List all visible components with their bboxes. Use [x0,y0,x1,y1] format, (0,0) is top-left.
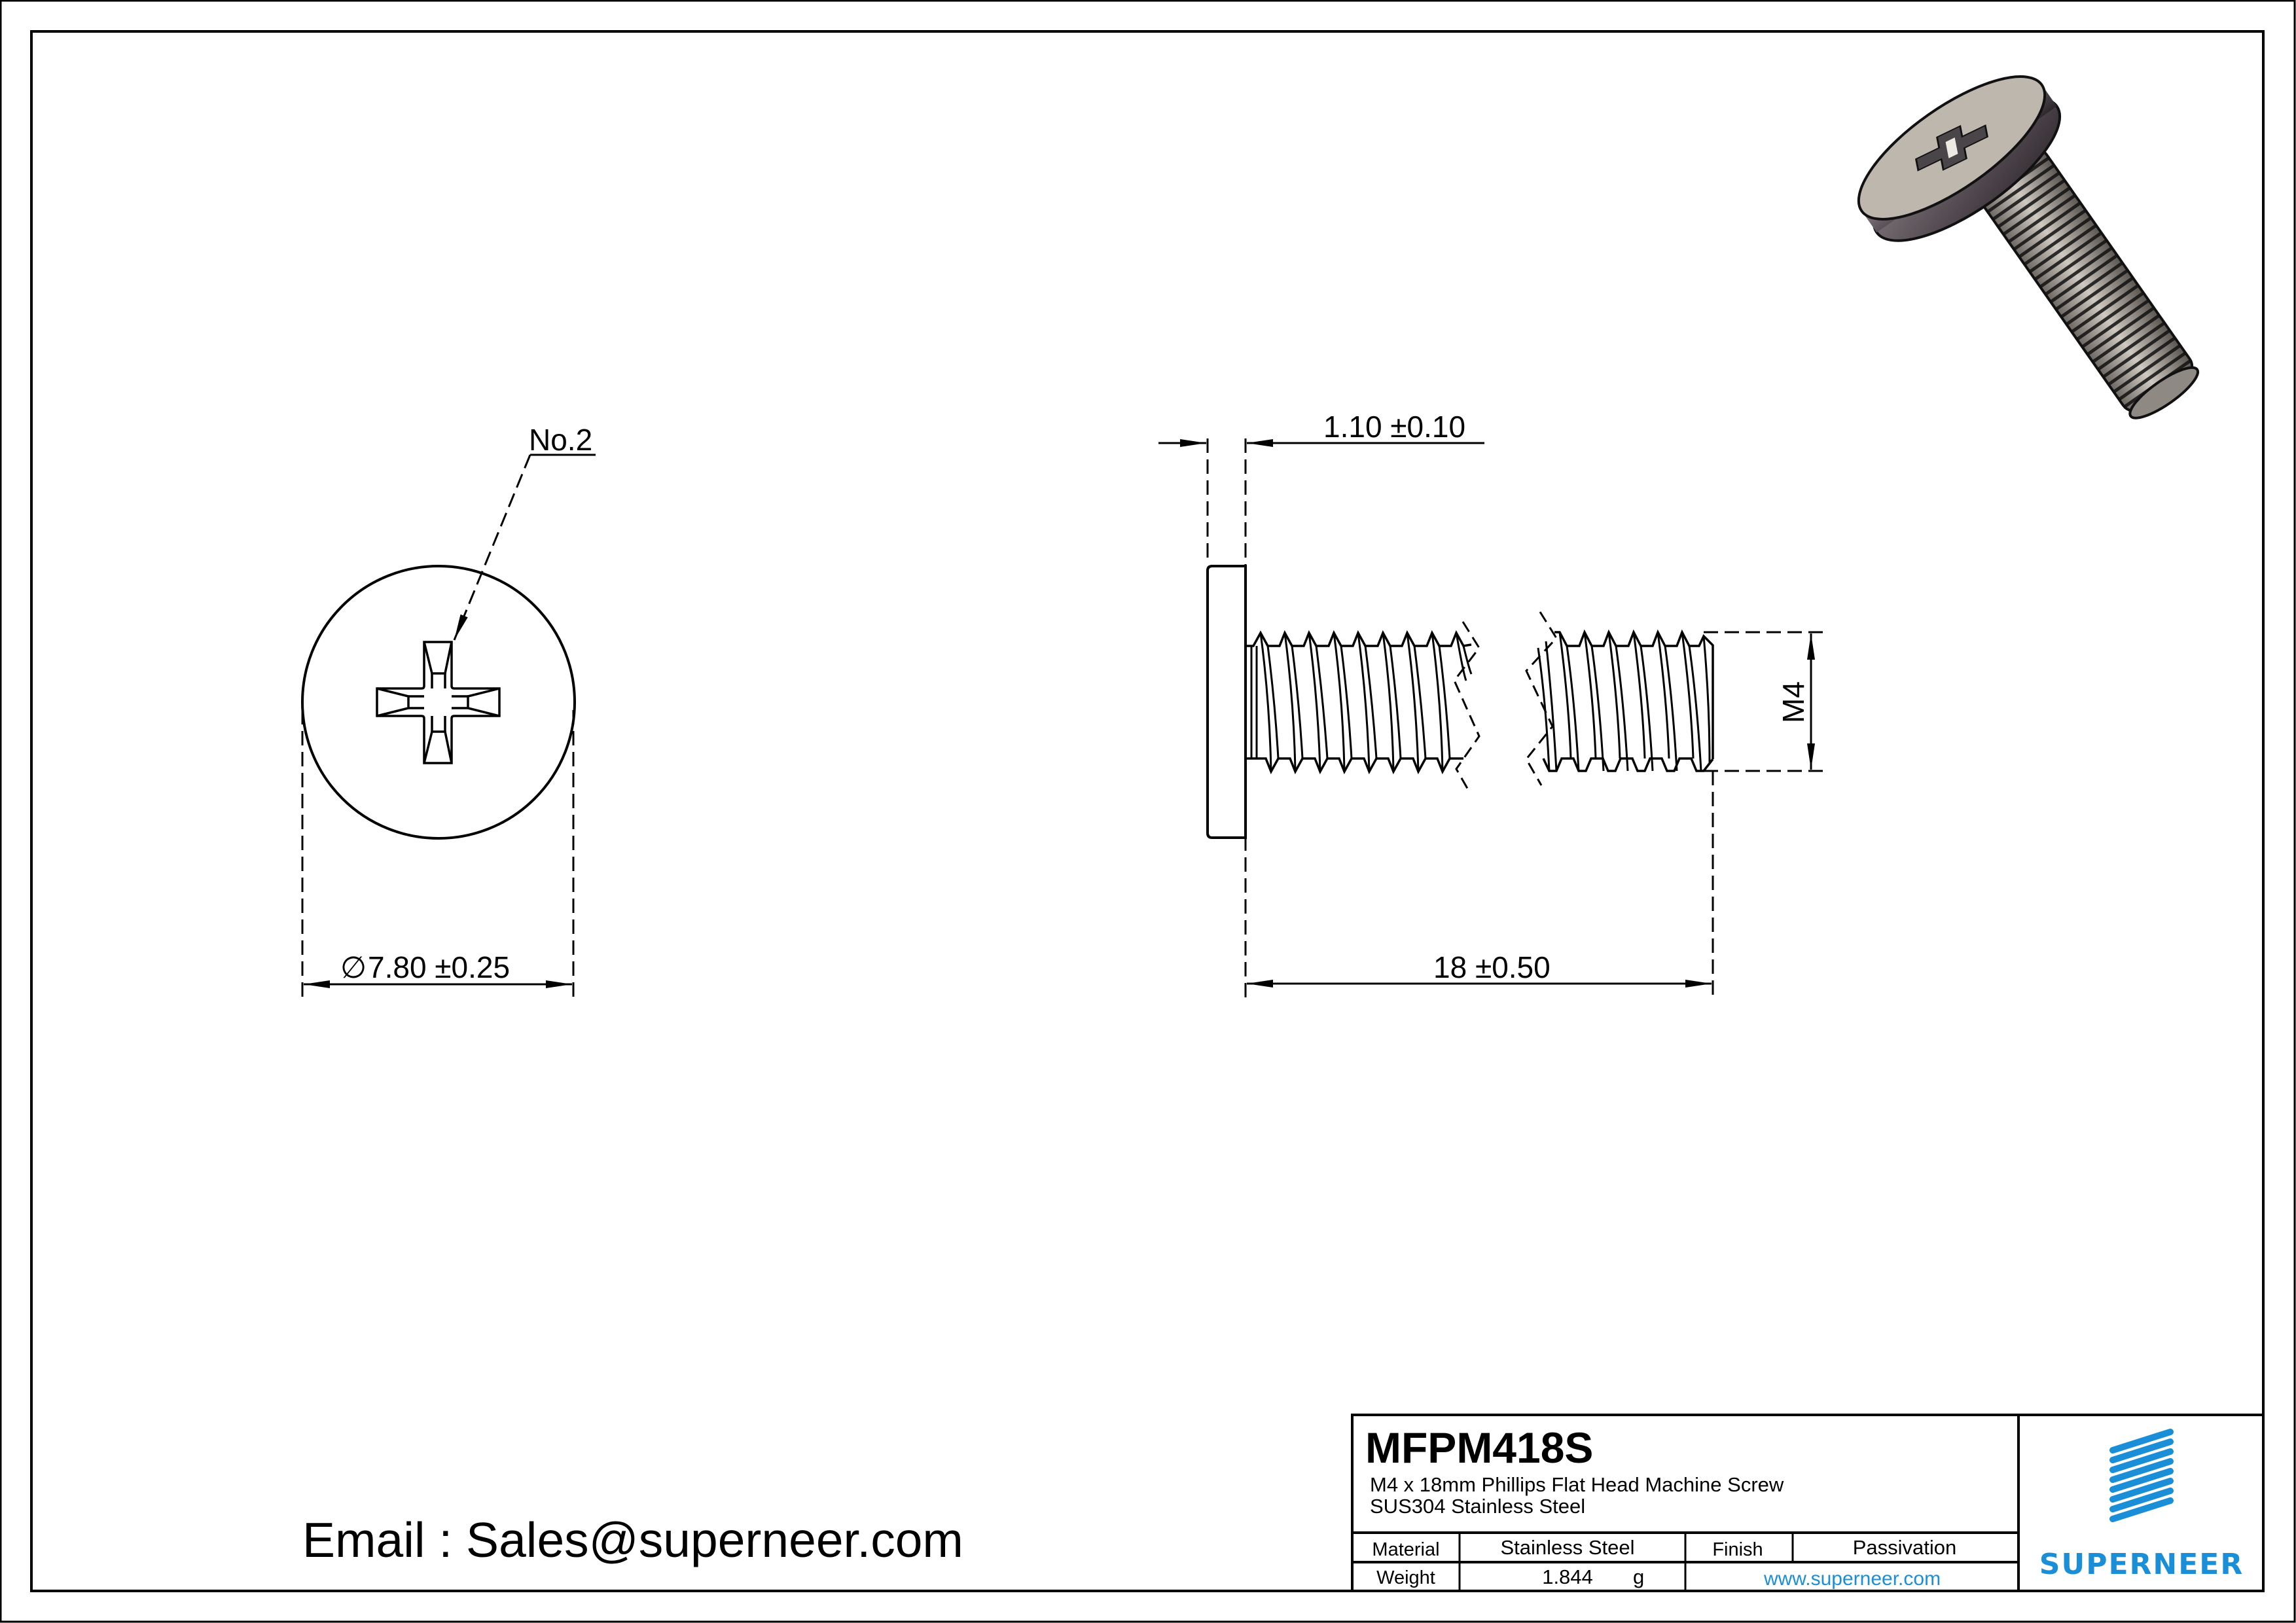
head-side-outline [1206,565,1247,839]
contact-email: Email : Sales@superneer.com [302,1512,963,1567]
weight-label: Weight [1376,1567,1435,1588]
screw-3d-render-icon [1857,75,2200,419]
website-link[interactable]: www.superneer.com [1763,1568,1941,1590]
thread-section-right [1525,611,1714,786]
material-value: Stainless Steel [1500,1536,1634,1559]
diameter-symbol: ∅ [340,950,367,984]
part-number: MFPM418S [1365,1423,1593,1472]
title-block [1351,1414,2263,1591]
phillips-recess-icon [376,641,501,764]
brand-name: SUPERNEER [2039,1548,2244,1581]
drive-callout-label: No.2 [529,423,592,457]
material-label: Material [1372,1539,1439,1560]
brand-logo-icon [2109,1429,2174,1522]
thread-section-left [1246,621,1480,793]
side-view [1158,438,1829,1001]
inner-border [30,30,2265,1592]
head-outline [301,565,576,840]
head-diameter-dimension: 7.80 ±0.25 [368,950,510,984]
weight-unit: g [1633,1565,1644,1588]
description-line-2: SUS304 Stainless Steel [1370,1495,1585,1518]
length-dimension: 18 ±0.50 [1433,950,1551,984]
weight-value: 1.844 [1542,1565,1593,1588]
finish-value: Passivation [1853,1536,1957,1559]
description-line-1: M4 x 18mm Phillips Flat Head Machine Scr… [1370,1473,1784,1496]
finish-label: Finish [1712,1539,1763,1560]
top-view [301,454,596,1001]
thread-size-dimension: M4 [1776,681,1810,723]
head-height-dimension: 1.10 ±0.10 [1323,410,1465,444]
